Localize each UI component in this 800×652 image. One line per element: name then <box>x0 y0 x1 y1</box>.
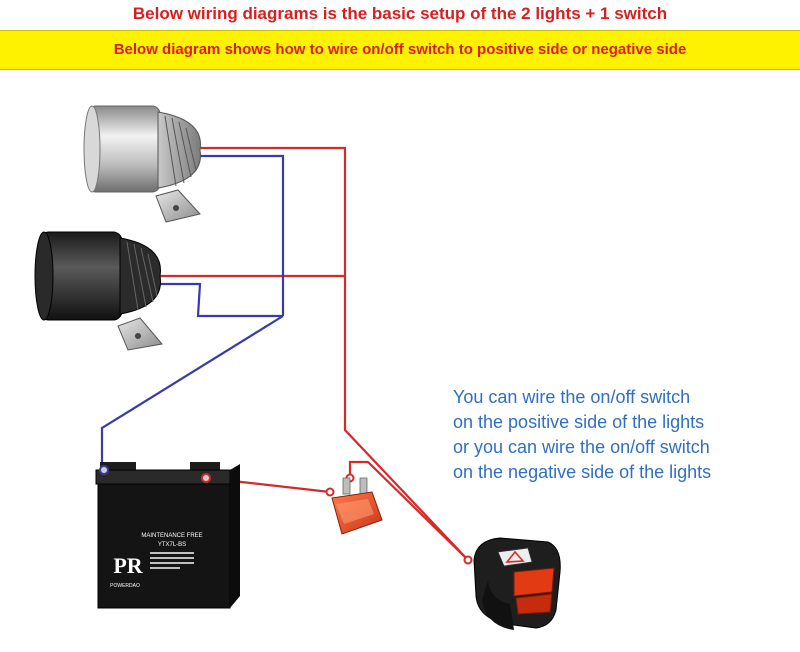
battery-negative-terminal <box>99 465 109 475</box>
battery-brand: POWERDAO <box>110 583 140 589</box>
battery-label-top: MAINTENANCE FREE <box>141 533 202 539</box>
wiring-note: You can wire the on/off switch on the po… <box>453 385 793 485</box>
negative-wire-light1 <box>192 154 285 316</box>
negative-wire-light2 <box>155 282 283 318</box>
note-line: You can wire the on/off switch <box>453 387 691 407</box>
battery-logo: PR <box>113 553 143 578</box>
led-spotlight-silver-icon <box>83 105 201 223</box>
fuse-icon <box>325 473 383 535</box>
positive-wires <box>155 146 469 561</box>
led-spotlight-black-icon <box>34 231 163 351</box>
page-title: Below wiring diagrams is the basic setup… <box>0 0 800 28</box>
positive-wire-fuse-switch <box>348 460 469 561</box>
page-subtitle-banner: Below diagram shows how to wire on/off s… <box>0 30 800 70</box>
battery-icon: MAINTENANCE FREE YTX7L-BS PR POWERDAO <box>95 462 240 609</box>
battery-model: YTX7L-BS <box>158 542 186 548</box>
handlebar-switch-icon <box>463 537 561 630</box>
note-line: on the positive side of the lights <box>453 412 705 432</box>
negative-wire-battery <box>100 315 284 468</box>
negative-wires <box>100 154 285 468</box>
positive-wire-main <box>192 146 469 561</box>
note-line: or you can wire the on/off switch <box>453 437 710 457</box>
note-line: on the negative side of the lights <box>453 462 712 482</box>
battery-spec-lines <box>150 552 194 569</box>
battery-positive-terminal <box>201 473 211 483</box>
